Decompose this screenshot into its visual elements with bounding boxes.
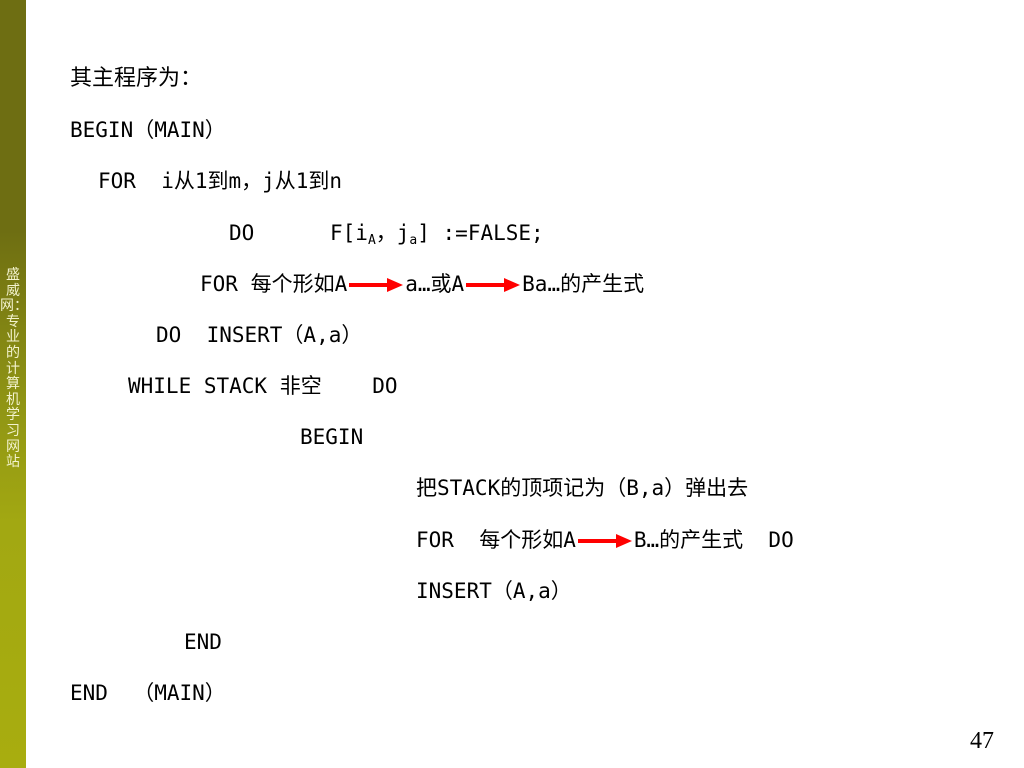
page-number: 47 bbox=[970, 728, 994, 754]
code-f-end: ] :=FALSE; bbox=[417, 221, 544, 245]
side-bar bbox=[0, 0, 26, 768]
code-line-end: END bbox=[184, 630, 222, 654]
code-line-while-stack: WHILE STACK 非空 DO bbox=[128, 374, 398, 398]
code-sub-a: A bbox=[367, 233, 376, 248]
code-line-for-ij: FOR i从1到m，j从1到n bbox=[98, 169, 343, 193]
code-line-do-keyword: DO bbox=[229, 221, 255, 245]
right-arrow-icon bbox=[466, 278, 521, 292]
right-arrow-icon bbox=[577, 534, 632, 548]
code-sep: ，j bbox=[375, 221, 410, 245]
code-l9-part-a: FOR 每个形如A bbox=[416, 528, 576, 552]
code-line-for-production: FOR 每个形如A a…或A Ba…的产生式 bbox=[200, 271, 644, 297]
right-arrow-icon bbox=[349, 278, 404, 292]
code-sub-b: a bbox=[409, 233, 418, 248]
code-line-insert: INSERT（A,a） bbox=[416, 579, 572, 603]
code-line-begin-main: BEGIN（MAIN） bbox=[70, 118, 226, 142]
code-line-for-each-b: FOR 每个形如A B…的产生式 DO bbox=[416, 527, 794, 553]
code-l4-part-a: FOR 每个形如A bbox=[200, 272, 348, 296]
code-line-pop-stack: 把STACK的顶项记为（B,a）弹出去 bbox=[416, 476, 749, 500]
code-line-end-main: END （MAIN） bbox=[70, 681, 226, 705]
side-watermark-text: 盛威网：专业的计算机学习网站 bbox=[0, 267, 28, 471]
intro-text: 其主程序为： bbox=[70, 66, 203, 91]
code-l4-part-b: a…或A bbox=[405, 272, 465, 296]
code-l4-part-c: Ba…的产生式 bbox=[522, 272, 645, 296]
code-line-false-assign: F[iA，ja] :=FALSE; bbox=[330, 220, 544, 248]
code-l9-part-b: B…的产生式 DO bbox=[633, 528, 794, 552]
code-line-begin: BEGIN bbox=[300, 425, 364, 449]
code-f-prefix: F[i bbox=[330, 221, 368, 245]
code-line-do-insert: DO INSERT（A,a） bbox=[156, 323, 363, 347]
